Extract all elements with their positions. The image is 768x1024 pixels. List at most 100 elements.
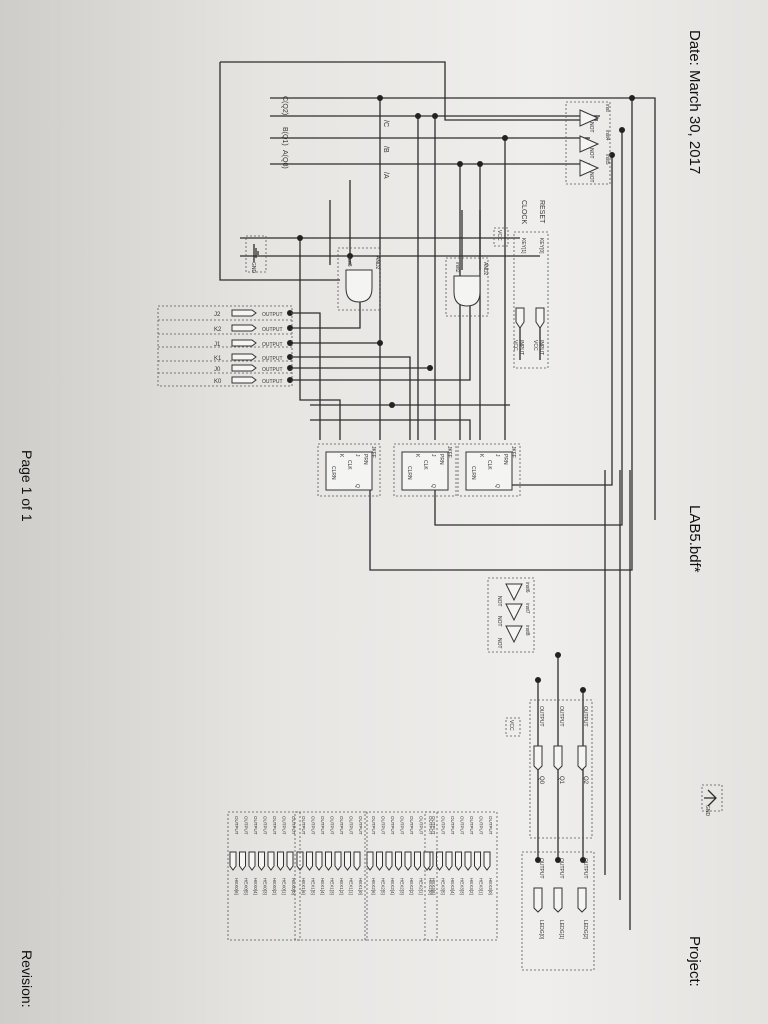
hex-tag-3-3: OUTPUT	[263, 816, 268, 835]
ff0-prn: PRN	[362, 454, 368, 465]
hex-label-2-1: HEX1[1]	[349, 878, 354, 895]
ff2-clk: CLK	[486, 460, 492, 470]
not-mid-inst-1: inst7	[524, 603, 530, 614]
not-inst-2: inst5	[604, 154, 610, 165]
hex-pin-1-2	[404, 851, 412, 871]
q2-label: Q2	[582, 776, 588, 785]
ff2-name: JKFF	[510, 446, 516, 458]
not-gates-top: inst inst4 inst5 NOT NOT NOT	[565, 101, 611, 185]
hex-label-0-6: HEX3[6]	[431, 878, 436, 895]
hex-pin-3-5	[239, 851, 246, 871]
gnd-label-2: GND	[704, 805, 710, 817]
led0-tag: OUTPUT	[538, 858, 544, 879]
jk-out-tag-4: OUTPUT	[262, 367, 283, 373]
ff0-k: K	[338, 454, 344, 458]
jk-out-tag-3: OUTPUT	[262, 356, 283, 362]
not-gates-middle: inst6 inst7 inst8 NOT NOT NOT	[487, 577, 535, 653]
state-label-a: A(Q0)	[281, 150, 288, 169]
hex-label-2-3: HEX1[3]	[330, 878, 335, 895]
hex-label-3-5: HEX0[5]	[244, 878, 249, 895]
and-gate-b-inst: inst2	[454, 262, 460, 273]
led1-label: LEDG[1]	[558, 920, 564, 940]
ff2-prn: PRN	[502, 454, 508, 465]
hex-tag-3-0: OUTPUT	[291, 816, 296, 835]
led2-tag: OUTPUT	[582, 858, 588, 879]
hex-tag-1-2: OUTPUT	[409, 816, 414, 835]
ff2-j: J	[494, 454, 500, 457]
hex-tag-1-6: OUTPUT	[371, 816, 376, 835]
jk-out-k1: K1	[214, 356, 222, 362]
hex-label-0-0: HEX3[0]	[488, 878, 493, 895]
hex-tag-0-2: OUTPUT	[469, 816, 474, 835]
not-mid-label-2: NOT	[496, 638, 502, 649]
hex-tag-2-3: OUTPUT	[330, 816, 335, 835]
junction-dots	[287, 95, 635, 863]
hex-label-3-4: HEX0[4]	[253, 878, 258, 895]
q0-tag: OUTPUT	[538, 706, 544, 727]
led2-label: LEDG[2]	[582, 920, 588, 940]
hex-pin-2-0	[353, 851, 361, 871]
hex-tag-3-2: OUTPUT	[272, 816, 277, 835]
hex-tag-0-6: OUTPUT	[431, 816, 436, 835]
ff1-j: J	[430, 454, 436, 457]
hex-tag-0-1: OUTPUT	[479, 816, 484, 835]
q2-tag: OUTPUT	[582, 706, 588, 727]
hex-tag-1-0: OUTPUT	[428, 816, 433, 835]
hex-tag-0-3: OUTPUT	[460, 816, 465, 835]
hex-tag-1-3: OUTPUT	[400, 816, 405, 835]
hex-group-box-0	[424, 811, 498, 941]
hex-pin-3-2	[267, 851, 275, 871]
hex-label-2-5: HEX1[5]	[311, 878, 316, 895]
hex-group-box-3	[227, 811, 301, 941]
hex-label-0-4: HEX3[4]	[450, 878, 455, 895]
not-output-c: /C	[382, 120, 389, 127]
file-title: LAB5.bdf*	[686, 505, 703, 573]
hex-label-1-1: HEX2[1]	[419, 878, 424, 895]
hex-tag-3-1: OUTPUT	[282, 816, 287, 835]
hex-pin-2-5	[306, 851, 313, 871]
jk-output-pins	[231, 309, 257, 384]
state-label-b: B(Q1)	[281, 127, 288, 146]
reset-label: RESET	[538, 200, 545, 224]
ff1-k: K	[414, 454, 420, 458]
not-inst-0: inst	[604, 104, 610, 112]
state-labels: C(Q2) B(Q1) A(Q0) /C /B /A	[281, 96, 389, 179]
hex-pin-3-1	[277, 851, 284, 871]
hex-label-3-0: HEX0[0]	[291, 878, 296, 895]
jk-flipflops: JKFF PRN J CLK K CLRN Q JKFF PRN J CLK K…	[317, 443, 521, 497]
input-vcc-1: VCC	[512, 340, 518, 351]
ff0-j: J	[354, 454, 360, 457]
hex-pin-2-3	[325, 851, 332, 871]
jk-out-j1: J1	[214, 342, 221, 348]
hex-tag-3-5: OUTPUT	[244, 816, 249, 835]
jk-out-k2: K2	[214, 327, 222, 333]
hex-label-3-6: HEX0[6]	[234, 878, 239, 895]
hex-pin-0-5	[436, 851, 443, 871]
not-output-b: /B	[382, 146, 389, 153]
hex-label-2-2: HEX1[2]	[339, 878, 344, 895]
jk-out-tag-5: OUTPUT	[262, 379, 283, 385]
jk-output-block: J2 K2 J1 K1 J0 K0 OUTPUT OUTPUT OUTPUT O…	[157, 305, 293, 387]
not-mid-label-0: NOT	[496, 596, 502, 607]
hex-tag-3-4: OUTPUT	[253, 816, 258, 835]
ff0-q: Q	[354, 484, 360, 488]
page-label: Page 1 of 1	[19, 450, 35, 522]
led1-tag: OUTPUT	[558, 858, 564, 879]
hex-pin-0-0	[483, 851, 491, 871]
ff2-q: Q	[494, 484, 500, 488]
jk-out-j2: J2	[214, 312, 221, 318]
hex-pin-3-3	[258, 851, 265, 871]
hex-pin-0-1	[474, 851, 481, 871]
input-vcc-0: VCC	[532, 340, 538, 351]
state-label-c: C(Q2)	[281, 96, 288, 115]
hex-pin-2-4	[315, 851, 323, 871]
hex-tag-1-1: OUTPUT	[419, 816, 424, 835]
not-label-1: NOT	[588, 148, 594, 159]
hex-label-0-3: HEX3[3]	[460, 878, 465, 895]
ff1-clrn: CLRN	[406, 466, 412, 480]
hex-label-0-5: HEX3[5]	[441, 878, 446, 895]
hex-pin-1-3	[395, 851, 402, 871]
not-inst-1: inst4	[604, 130, 610, 141]
hex-label-3-2: HEX0[2]	[272, 878, 277, 895]
